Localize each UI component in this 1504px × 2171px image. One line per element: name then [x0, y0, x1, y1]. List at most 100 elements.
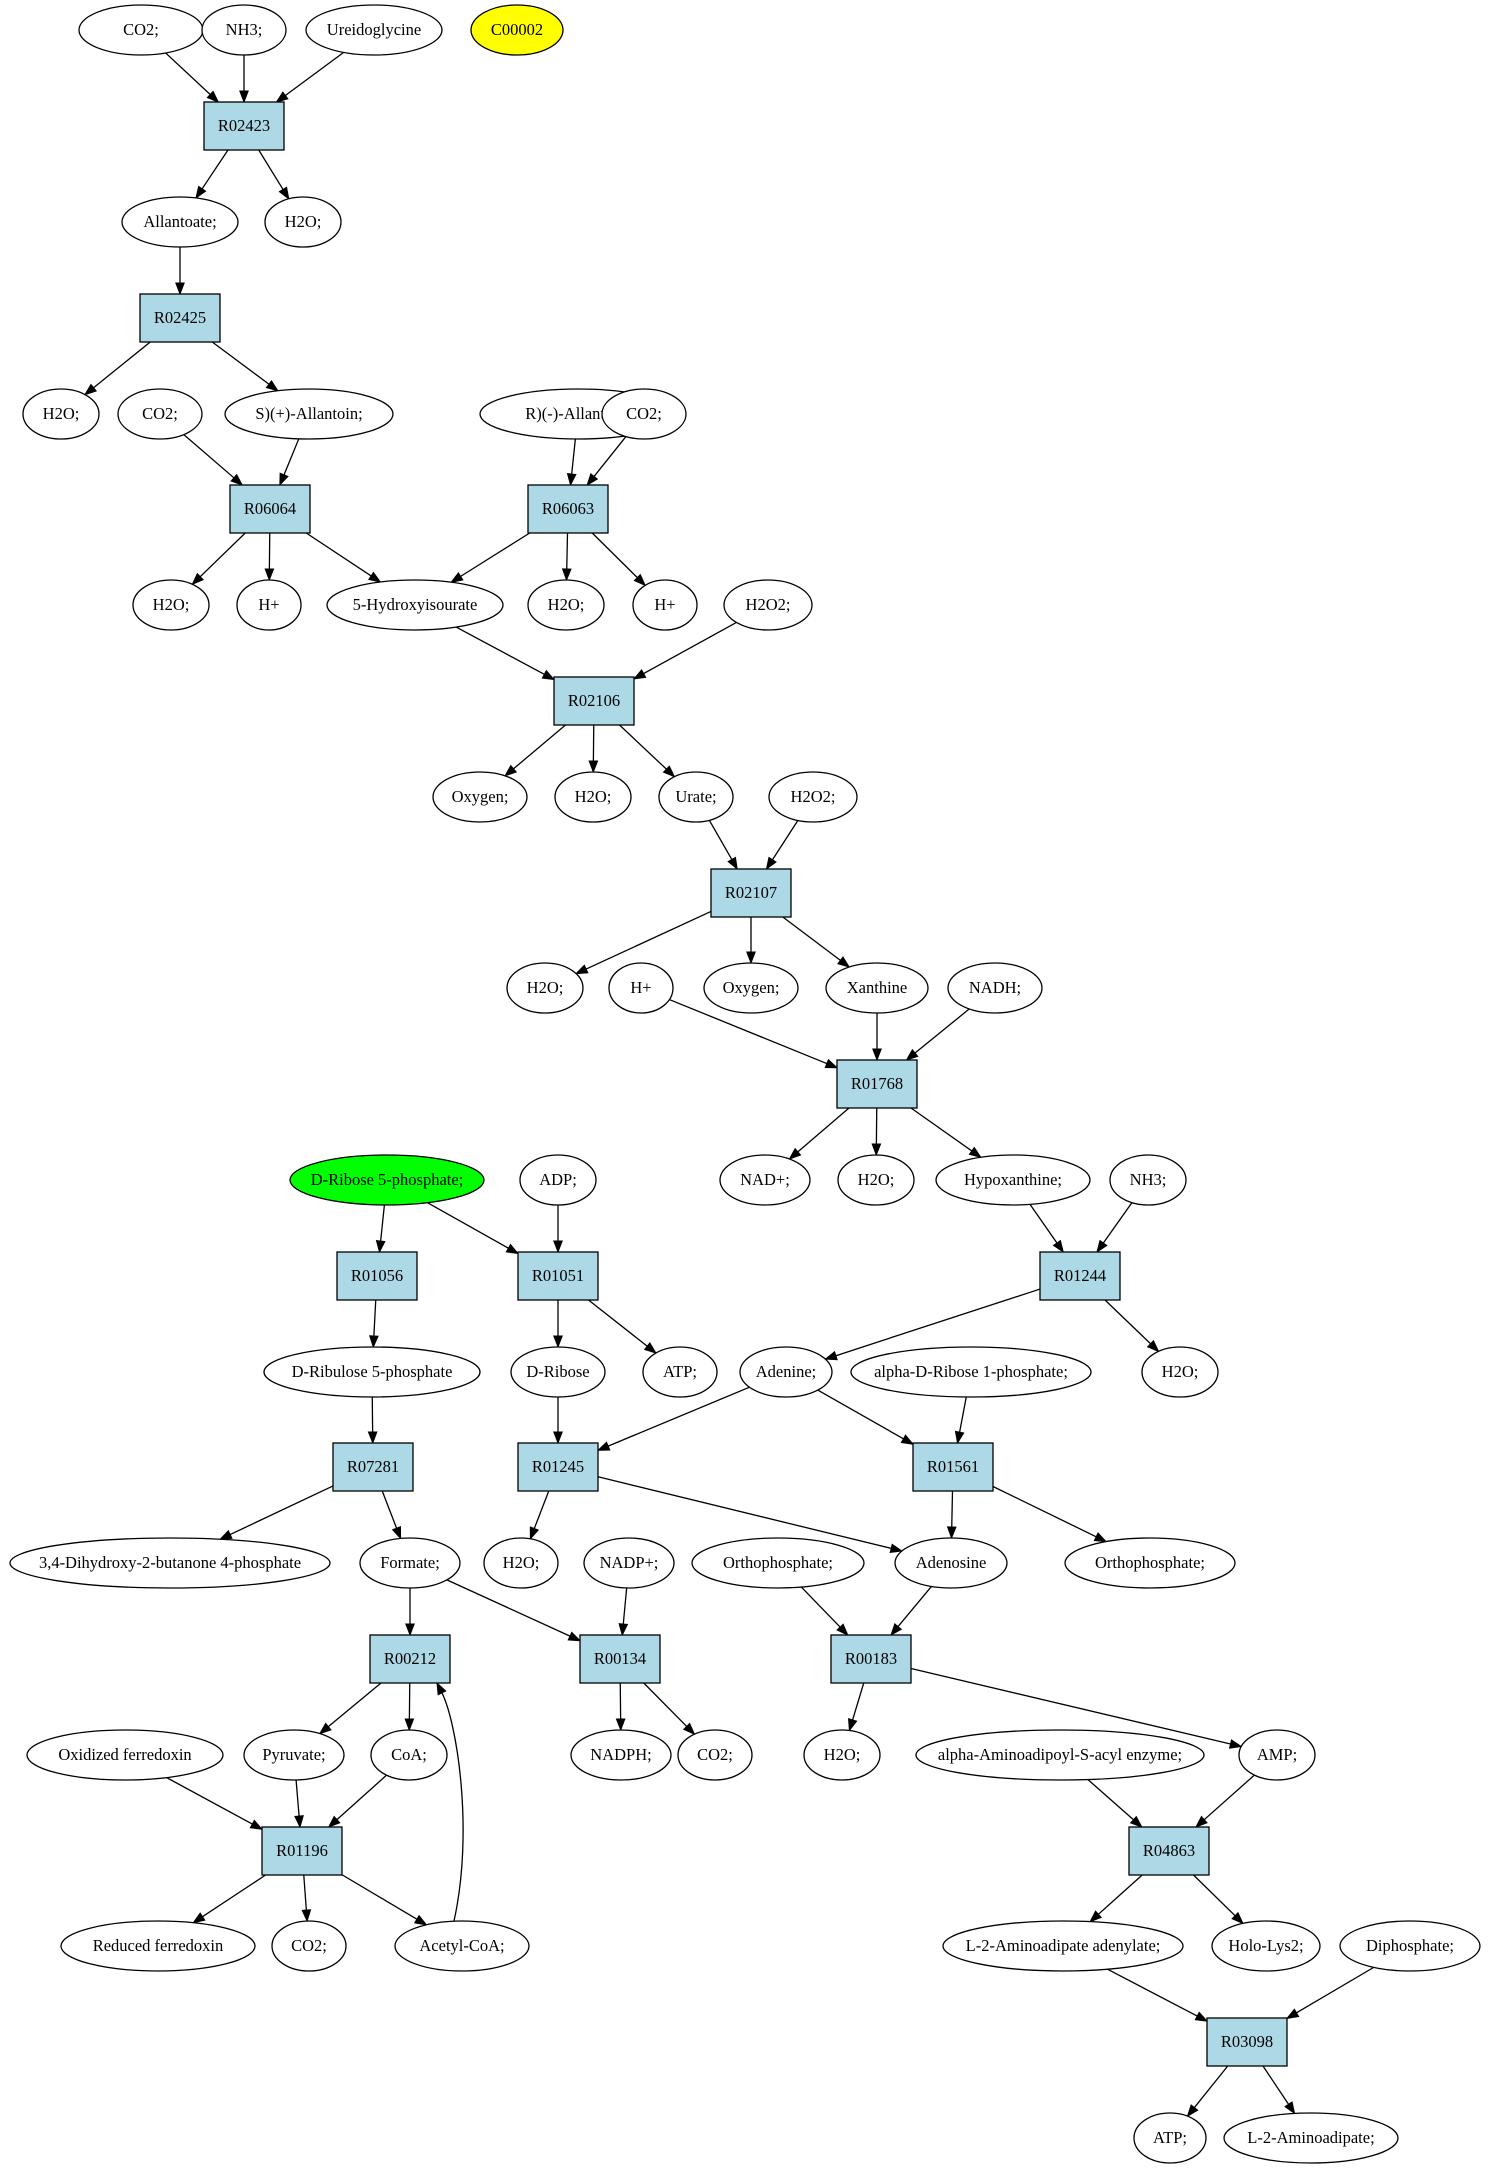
- edge-R00212-to-m47: [318, 1682, 382, 1735]
- metabolite-ellipse: [263, 1346, 481, 1398]
- node-label: H2O;: [43, 404, 80, 423]
- node-label: Adenine;: [756, 1362, 816, 1381]
- node-label: H2O;: [824, 1745, 861, 1764]
- node-label: ADP;: [539, 1170, 577, 1189]
- metabolite-ellipse: [723, 579, 813, 631]
- metabolite-ellipse: [1211, 1920, 1321, 1972]
- reaction-box: [1206, 2017, 1288, 2067]
- metabolite-node: Xanthine: [825, 962, 929, 1014]
- edge-R00212-to-m48: [404, 1682, 415, 1732]
- metabolite-node: CO2;: [78, 4, 204, 56]
- metabolite-node: NADP+;: [583, 1537, 675, 1589]
- metabolite-node: alpha-Aminoadipoyl-S-acyl enzyme;: [915, 1729, 1205, 1781]
- edge-R01051-to-m34: [553, 1300, 563, 1349]
- node-label: R02107: [725, 883, 777, 902]
- edge-R02423-to-m5: [195, 149, 229, 200]
- metabolite-node: H2O;: [554, 771, 632, 823]
- metabolite-node: CoA;: [370, 1729, 448, 1781]
- edge-R06063-to-m15: [561, 532, 572, 582]
- edge-m31-to-R01056: [375, 1204, 386, 1254]
- metabolite-ellipse: [703, 962, 799, 1014]
- metabolite-node: CO2;: [117, 388, 203, 440]
- metabolite-node: Formate;: [359, 1537, 461, 1589]
- metabolite-node: H2O;: [483, 1537, 559, 1589]
- node-label: Oxidized ferredoxin: [58, 1745, 191, 1764]
- node-label: CO2;: [626, 404, 662, 423]
- metabolite-node: H+: [632, 579, 698, 631]
- metabolite-node: H2O;: [1141, 1346, 1219, 1398]
- edge-m1-to-R02423: [165, 52, 220, 103]
- edge-R01245-to-m44: [597, 1476, 904, 1554]
- edge-m42-to-R00134: [618, 1587, 629, 1637]
- edge-R01244-to-m38: [1104, 1299, 1160, 1353]
- node-label: Hypoxanthine;: [964, 1170, 1062, 1189]
- metabolite-node: NAD+;: [719, 1154, 811, 1206]
- reaction-box: [336, 1251, 418, 1301]
- metabolite-ellipse: [554, 771, 632, 823]
- node-label: Formate;: [380, 1553, 440, 1572]
- metabolite-node: ATP;: [642, 1346, 718, 1398]
- metabolite-node: NADH;: [947, 962, 1043, 1014]
- metabolite-ellipse: [519, 1154, 597, 1206]
- metabolite-node: NH3;: [1109, 1154, 1187, 1206]
- metabolite-ellipse: [850, 1346, 1092, 1398]
- edge-m14-to-R02106: [455, 626, 556, 681]
- node-label: R02425: [154, 308, 206, 327]
- reaction-box: [203, 101, 285, 151]
- metabolite-ellipse: [326, 579, 504, 631]
- edge-m26-to-R01768: [905, 1008, 970, 1061]
- reaction-node: R01561: [912, 1442, 994, 1492]
- edge-m59-to-R03098: [1285, 1966, 1375, 2020]
- edge-R02106-to-m19: [588, 724, 599, 774]
- metabolite-node: Holo-Lys2;: [1211, 1920, 1321, 1972]
- edges-layer: [83, 51, 1375, 2118]
- node-label: R01768: [851, 1074, 903, 1093]
- node-label: R04863: [1143, 1841, 1195, 1860]
- node-label: D-Ribulose 5-phosphate: [292, 1362, 453, 1381]
- reaction-box: [517, 1442, 599, 1492]
- edge-R07281-to-m40: [381, 1490, 402, 1540]
- metabolite-node: H2O;: [803, 1729, 881, 1781]
- edge-R02107-to-m22: [574, 910, 712, 975]
- reaction-box: [1128, 1826, 1210, 1876]
- node-label: S)(+)-Allantoin;: [255, 404, 362, 423]
- reaction-box: [369, 1634, 451, 1684]
- metabolite-ellipse: [1064, 1537, 1236, 1589]
- metabolite-ellipse: [583, 1537, 675, 1589]
- metabolite-ellipse: [837, 1154, 915, 1206]
- reaction-node: R01245: [517, 1442, 599, 1492]
- edge-m9-to-R06064: [279, 438, 300, 487]
- reaction-box: [517, 1251, 599, 1301]
- metabolite-ellipse: [570, 1729, 672, 1781]
- edge-m40-to-R00212: [405, 1588, 415, 1637]
- edge-m53-to-R04863: [1194, 1774, 1255, 1828]
- edge-R00183-to-m51: [848, 1682, 865, 1732]
- edge-R00183-to-m53: [910, 1667, 1243, 1749]
- node-label: H2O;: [858, 1170, 895, 1189]
- reaction-box: [139, 293, 221, 343]
- metabolite-ellipse: [894, 1537, 1008, 1589]
- metabolite-node: Reduced ferredoxin: [60, 1920, 256, 1972]
- node-label: R06064: [244, 499, 296, 518]
- metabolite-ellipse: [1109, 1154, 1187, 1206]
- node-label: R01561: [927, 1457, 979, 1476]
- metabolite-node: Oxidized ferredoxin: [26, 1729, 224, 1781]
- reaction-node: R01056: [336, 1251, 418, 1301]
- node-label: NADH;: [969, 978, 1021, 997]
- node-label: Diphosphate;: [1366, 1936, 1454, 1955]
- metabolite-node: Urate;: [658, 771, 734, 823]
- edge-R01196-to-m55: [301, 1874, 312, 1923]
- metabolite-node: D-Ribose 5-phosphate;: [289, 1154, 485, 1206]
- metabolite-ellipse: [658, 771, 734, 823]
- metabolite-node: C00002: [470, 4, 564, 56]
- edge-m8-to-R06064: [183, 434, 244, 486]
- node-label: CO2;: [142, 404, 178, 423]
- reaction-box: [912, 1442, 994, 1492]
- edge-m31-to-R01051: [427, 1202, 520, 1255]
- metabolite-node: CO2;: [271, 1920, 347, 1972]
- node-label: R02106: [568, 691, 620, 710]
- metabolite-ellipse: [470, 4, 564, 56]
- metabolite-node: H2O;: [264, 196, 342, 248]
- edge-m44-to-R00183: [890, 1586, 932, 1637]
- metabolite-ellipse: [117, 388, 203, 440]
